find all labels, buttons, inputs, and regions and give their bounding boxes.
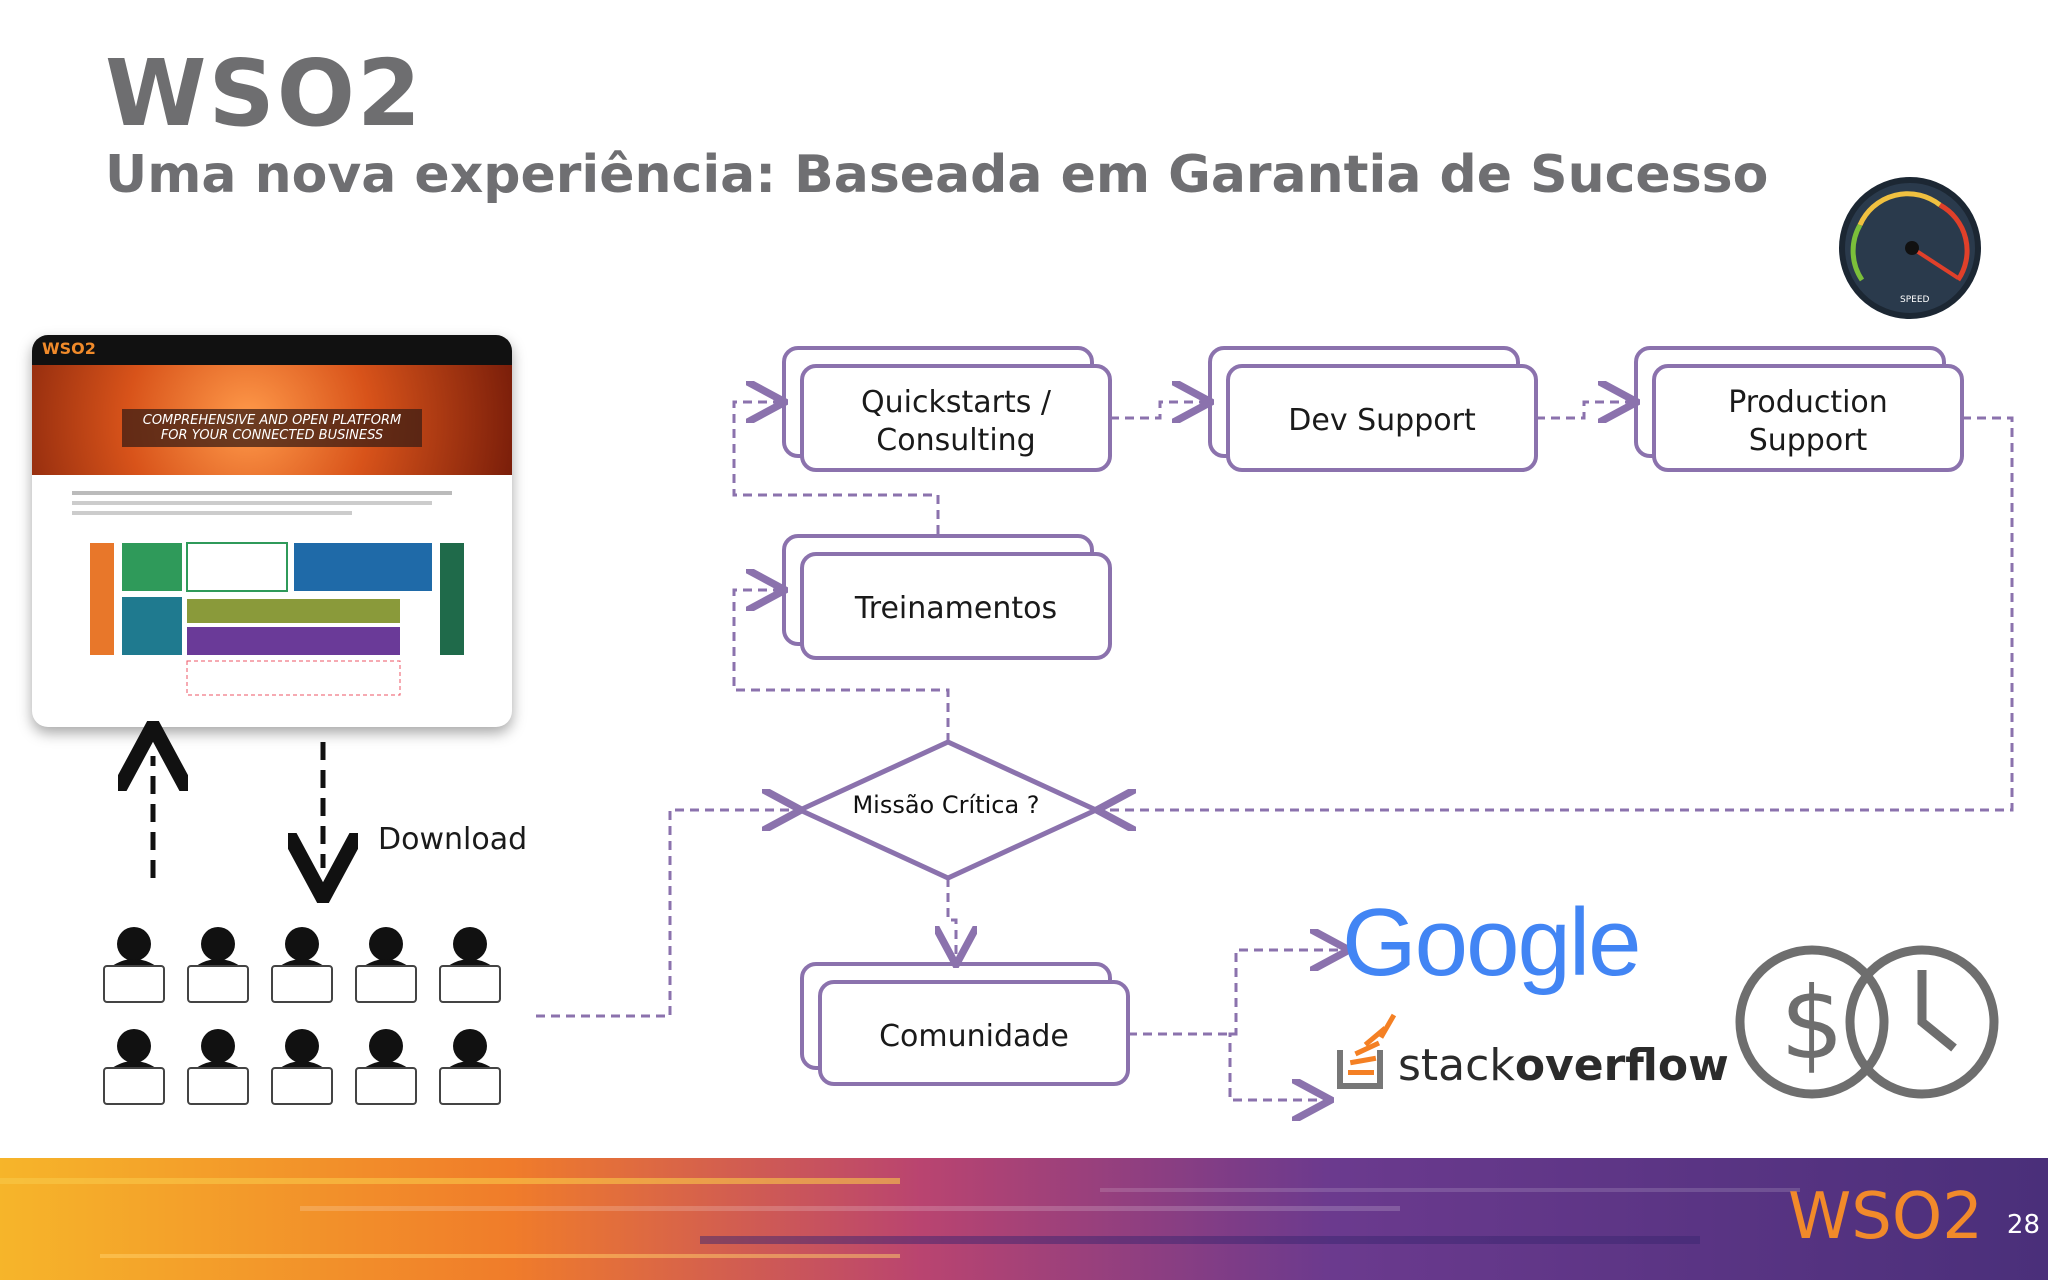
decision-label: Missão Crítica ? bbox=[852, 791, 1039, 819]
dev-support-label: Dev Support bbox=[1288, 403, 1476, 438]
speedometer-label: SPEED bbox=[1900, 295, 1930, 305]
website-hero-line1: COMPREHENSIVE AND OPEN PLATFORM bbox=[142, 413, 402, 428]
website-navbar: WSO2 bbox=[32, 335, 512, 365]
google-logo: Google bbox=[1342, 888, 1642, 998]
dollar-icon: $ bbox=[1780, 965, 1844, 1082]
website-hero: COMPREHENSIVE AND OPEN PLATFORM FOR YOUR… bbox=[32, 365, 512, 475]
quickstarts-label-2: Consulting bbox=[876, 423, 1035, 458]
treinamentos-label: Treinamentos bbox=[854, 591, 1057, 626]
production-label-2: Support bbox=[1749, 423, 1868, 458]
cost-time-icon: $ bbox=[1735, 945, 1999, 1099]
dev-support-box: Dev Support bbox=[1208, 346, 1538, 472]
speedometer-icon: SPEED bbox=[1839, 177, 1981, 319]
production-support-box: Production Support bbox=[1634, 346, 1964, 472]
production-label-1: Production bbox=[1728, 385, 1888, 420]
connectors bbox=[536, 402, 2014, 1100]
slide-title: WSO2 bbox=[105, 40, 423, 147]
users-group bbox=[103, 927, 501, 1105]
footer-wso2-logo: WSO2 bbox=[1788, 1180, 1983, 1254]
website-logo: WSO2 bbox=[42, 339, 96, 358]
quickstarts-box: Quickstarts / Consulting bbox=[782, 346, 1112, 472]
download-arrows bbox=[153, 742, 323, 878]
laptop-icons bbox=[103, 965, 501, 1105]
treinamentos-box: Treinamentos bbox=[782, 534, 1112, 660]
comunidade-box: Comunidade bbox=[800, 962, 1130, 1086]
user-icons bbox=[104, 927, 500, 1078]
website-screenshot: WSO2 COMPREHENSIVE AND OPEN PLATFORM FOR… bbox=[32, 335, 512, 727]
website-hero-line2: FOR YOUR CONNECTED BUSINESS bbox=[160, 428, 384, 443]
stackoverflow-icon bbox=[1337, 1013, 1397, 1089]
website-architecture-graphic bbox=[72, 491, 464, 696]
stackoverflow-logo: stackoverflow bbox=[1398, 1040, 1729, 1091]
quickstarts-label-1: Quickstarts / bbox=[861, 385, 1052, 420]
website-hero-text: COMPREHENSIVE AND OPEN PLATFORM FOR YOUR… bbox=[122, 409, 422, 447]
stackoverflow-text-a: stack bbox=[1398, 1040, 1515, 1091]
google-logo-text: Google bbox=[1342, 889, 1642, 996]
slide-subtitle: Uma nova experiência: Baseada em Garanti… bbox=[105, 145, 1769, 205]
download-label: Download bbox=[378, 822, 528, 857]
stackoverflow-text-b: overflow bbox=[1514, 1040, 1729, 1091]
footer-stripes bbox=[0, 1178, 1800, 1258]
comunidade-label: Comunidade bbox=[879, 1019, 1069, 1054]
flow-diagram: SPEED Quickstarts / Consulting Dev Suppo… bbox=[103, 177, 2014, 1160]
decision-diamond: Missão Crítica ? bbox=[794, 739, 1102, 881]
page-number: 28 bbox=[2006, 1210, 2040, 1240]
